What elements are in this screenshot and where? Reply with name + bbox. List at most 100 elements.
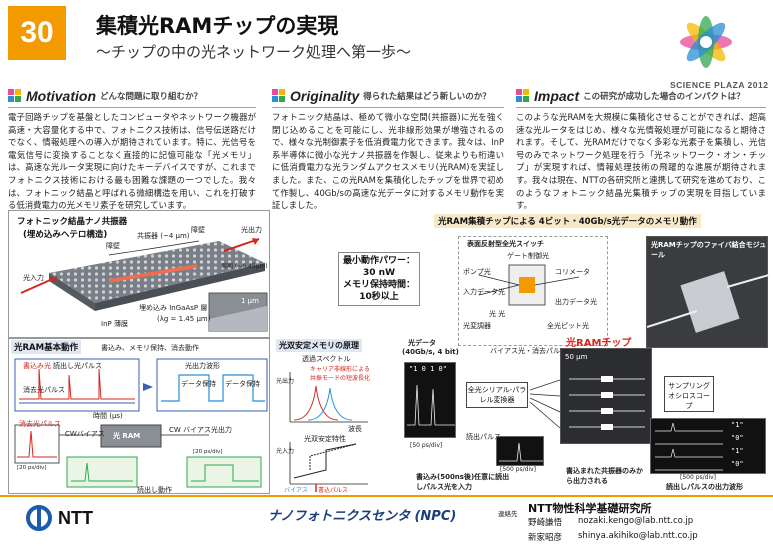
legend-write: 書込み光 bbox=[23, 362, 51, 370]
crystal-label: フォトニック結晶ナノ共振器 bbox=[13, 214, 132, 228]
chip-figure-label: 光RAM集積チップによる 4ビット・40Gb/s光データのメモリ動作 bbox=[434, 214, 701, 228]
ntt-logo: NTT bbox=[26, 505, 93, 531]
unit-1-label: [20 ps/div] bbox=[17, 465, 47, 471]
collimator-label: コリメータ bbox=[555, 268, 590, 276]
chip-label: 光RAMチップ bbox=[566, 338, 632, 349]
read-scope-wave bbox=[499, 442, 543, 462]
originality-heading: Originality bbox=[290, 88, 360, 104]
legend-read: 読出し光パルス bbox=[53, 362, 102, 370]
legend-erase: 消去光パルス bbox=[23, 386, 65, 394]
min-power-value: 30 nW bbox=[363, 268, 395, 278]
carrier-label: キャリア非線形による共振モードの短波長化 bbox=[310, 366, 371, 382]
impact-question: この研究が成功した場合のインパクトは？ bbox=[583, 92, 745, 102]
pump-label: ポンプ光 bbox=[463, 268, 491, 276]
chip-input-lines bbox=[530, 379, 561, 429]
impact-deco-icon bbox=[516, 89, 530, 103]
motivation-deco-icon bbox=[8, 89, 22, 103]
bias-out-label: CW バイアス光出力 bbox=[169, 426, 233, 434]
chip-photo: 50 μm bbox=[560, 348, 652, 444]
div-3-label: [500 ps/div] bbox=[680, 474, 717, 481]
person-2-email[interactable]: shinya.akihiko@lab.ntt.co.jp bbox=[578, 531, 698, 541]
person-1-name: 野崎謙悟 bbox=[528, 518, 563, 528]
chip-size-label: 50 μm bbox=[565, 353, 588, 361]
input-data-label: 入力データ光 bbox=[463, 288, 505, 296]
spectrum-label: 透過スペクトル bbox=[302, 355, 351, 363]
memory-performance-box: 最小動作パワー： 30 nW メモリ保持時間： 10秒以上 bbox=[338, 252, 420, 306]
barrier-1-label: 障壁 bbox=[106, 242, 120, 250]
chip-figure: 光RAM集積チップによる 4ビット・40Gb/s光データのメモリ動作 表面反射型… bbox=[380, 210, 769, 494]
erase-pulse-label: 消去光パルス bbox=[19, 420, 61, 428]
poster-subtitle: ～チップの中の光ネットワーク処理へ第一歩～ bbox=[96, 43, 412, 61]
hold-time-label: メモリ保持時間： bbox=[342, 280, 415, 290]
div-1-label: [50 ps/div] bbox=[410, 442, 443, 449]
div-2-label: [500 ps/div] bbox=[500, 466, 537, 473]
input-bit-pattern: "1 0 1 0" bbox=[409, 365, 447, 373]
bit-2: "0" bbox=[731, 434, 744, 442]
ram-basic-caption: 書込み、メモリ保持、消去動作 bbox=[101, 344, 199, 352]
motivation-heading: Motivation bbox=[26, 88, 96, 104]
poster-number: 30 bbox=[8, 6, 66, 60]
logo-text: SCIENCE PLAZA 2012 bbox=[670, 80, 769, 90]
hold-time-value: 10秒以上 bbox=[359, 292, 399, 302]
module-label: 光RAMチップのファイバ結合モジュール bbox=[651, 241, 767, 259]
write-legend: 書込パルス bbox=[318, 487, 349, 494]
wavelength-label: 波長 bbox=[348, 425, 362, 433]
ram-basic-waveforms bbox=[14, 358, 268, 488]
bit-4: "0" bbox=[731, 460, 744, 468]
input-scope-screen: "1 0 1 0" bbox=[404, 362, 456, 438]
person-1-email[interactable]: nozaki.kengo@lab.ntt.co.jp bbox=[578, 516, 694, 526]
write-note: 書込み(500ns後)任意に読出しパルス光を入力 bbox=[416, 473, 510, 491]
impact-heading: Impact bbox=[534, 88, 580, 104]
switch-box: 表面反射型全光スイッチ ゲート制御光 ポンプ光 入力データ光 コリメータ 出力デ… bbox=[458, 236, 608, 346]
bias-light-label: バイアス光・消去パルス bbox=[490, 347, 567, 355]
lab-name: NTT物性科学基礎研究所 bbox=[528, 502, 652, 515]
ref-label: 光 光 bbox=[489, 310, 506, 318]
chip-waveguides bbox=[569, 376, 645, 430]
bistable-figure: 光双安定メモリの原理 透過スペクトル キャリア非線形による共振モードの短波長化 … bbox=[276, 338, 374, 494]
motivation-body: 電子回路チップを基盤としたコンピュータやネットワーク機器が高速・大容量化する中で… bbox=[8, 112, 256, 211]
read-pulse-label: 読出パルス bbox=[466, 433, 501, 441]
input-scope-wave bbox=[407, 384, 455, 426]
originality-header: Originality 得られた結果はどう新しいのか？ bbox=[272, 87, 491, 105]
originality-body: フォトニック結晶は、極めて微小な空間(共振器)に光を強く閉じ込めることを可能にし… bbox=[272, 112, 504, 211]
bistable-label: 光双安定メモリの原理 bbox=[276, 339, 362, 352]
barrier-2-label: 障壁 bbox=[191, 226, 205, 234]
bit-1: "1" bbox=[731, 421, 744, 429]
switch-label: 表面反射型全光スイッチ bbox=[467, 240, 544, 248]
bistable-curves bbox=[289, 372, 368, 492]
gate-label: ゲート制御光 bbox=[507, 252, 549, 260]
ram-chip-label: 光 RAM bbox=[113, 432, 141, 440]
ram-basic-figure: 光RAM基本動作 書込み、メモリ保持、消去動作 書込み光 読出し光パルス 消去光… bbox=[8, 338, 270, 494]
center-name: ナノフォトニクスセンタ (NPC) bbox=[268, 509, 457, 524]
person-2-name: 新家昭彦 bbox=[528, 533, 563, 543]
bias-label: CWバイアス bbox=[65, 430, 105, 438]
footer-divider bbox=[0, 495, 773, 497]
impact-header: Impact この研究が成功した場合のインパクトは？ bbox=[516, 87, 745, 105]
oscilloscope-box: サンプリングオシロスコープ bbox=[664, 376, 714, 412]
module-photo: 光RAMチップのファイバ結合モジュール bbox=[646, 236, 769, 348]
spectrum-y-label: 光出力 bbox=[276, 378, 295, 385]
ram-basic-label: 光RAM基本動作 bbox=[11, 340, 82, 354]
scale-label: 1 μm bbox=[241, 297, 259, 305]
wave-note: 書込まれた共振器のみから出力される bbox=[566, 467, 643, 485]
half-mirror-label: 全光ピット光 bbox=[547, 322, 589, 330]
crystal-illustration bbox=[20, 238, 268, 332]
motivation-question: どんな問題に取り組むか？ bbox=[100, 92, 203, 102]
impact-body: このような光RAMを大規模に集積化させることができれば、超高速な光ルータをはじめ… bbox=[516, 112, 766, 211]
contact-label: 連絡先 bbox=[498, 510, 518, 518]
module-illustration bbox=[647, 271, 769, 333]
motivation-divider bbox=[8, 107, 256, 108]
science-plaza-logo bbox=[680, 16, 732, 68]
out-wave-label: 光出力波形 bbox=[185, 362, 220, 370]
period-label: 周期 (~0.45μm) bbox=[221, 263, 268, 270]
output-data-label: 出力データ光 bbox=[555, 298, 597, 306]
converter-box: 全光シリアル-パラレル変換器 bbox=[466, 382, 528, 408]
read-wave-note: 読出しパルスの出力波形 bbox=[666, 483, 743, 491]
output-scope-screen: "1" "0" "1" "0" bbox=[650, 418, 766, 474]
light-in-label: 光入力 bbox=[23, 274, 44, 282]
rate-label: (40Gb/s, 4 bit) bbox=[402, 348, 459, 356]
bistable-y-label: 光入力 bbox=[276, 448, 295, 455]
min-power-label: 最小動作パワー： bbox=[342, 256, 415, 266]
cavity-label: 共振器 (~4 μm) bbox=[137, 232, 190, 240]
poster-title: 集積光RAMチップの実現 bbox=[96, 14, 339, 38]
